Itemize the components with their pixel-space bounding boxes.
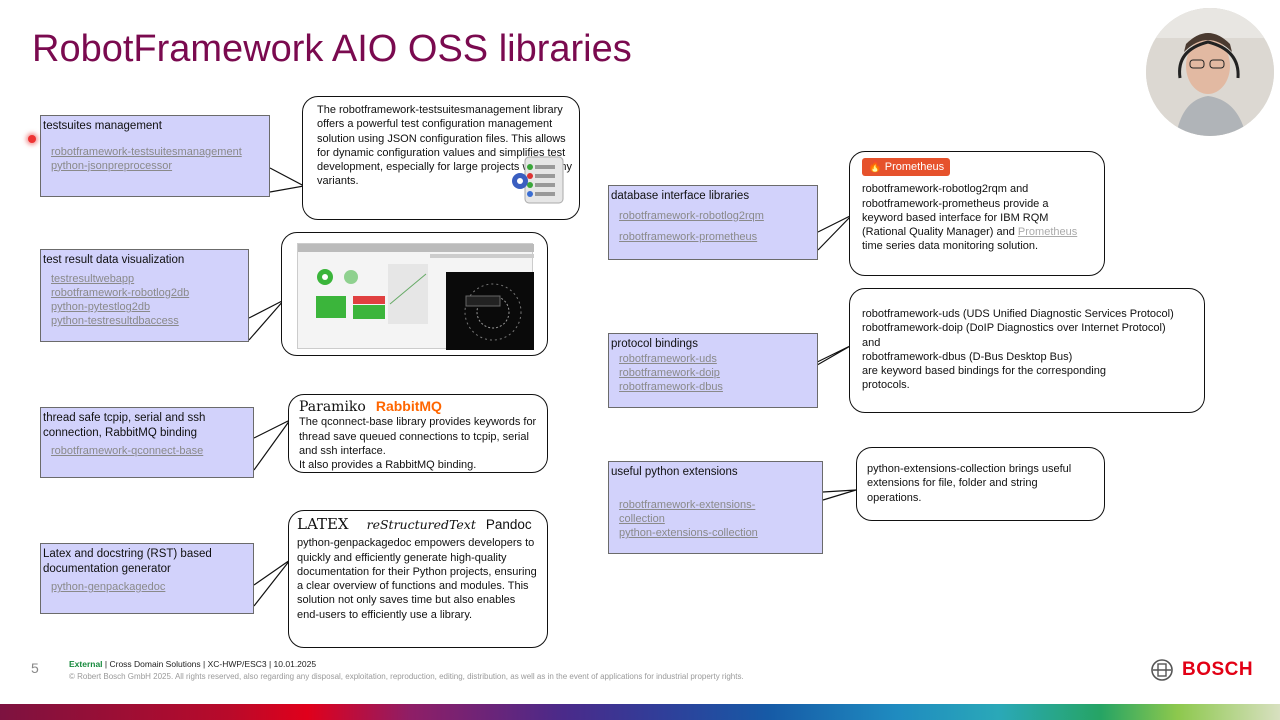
box-testsuites-management: testsuites management robotframework-tes… bbox=[40, 115, 270, 197]
box-title: test result data visualization bbox=[43, 254, 185, 266]
protocol-line: are keyword based bindings for the corre… bbox=[862, 365, 1106, 392]
link-qconnect-base[interactable]: robotframework-qconnect-base bbox=[51, 445, 204, 457]
protocol-line: robotframework-dbus (D-Bus Desktop Bus) bbox=[862, 350, 1073, 363]
callout-visualization bbox=[281, 232, 548, 356]
link-testresultwebapp[interactable]: testresultwebapp bbox=[51, 272, 135, 285]
bosch-wordmark: BOSCH bbox=[1182, 659, 1254, 680]
box-title: thread safe tcpip, serial and ssh connec… bbox=[43, 412, 206, 439]
box-qconnect: thread safe tcpip, serial and ssh connec… bbox=[40, 407, 254, 478]
page-number: 5 bbox=[31, 660, 39, 676]
callout-database: 🔥 Prometheus robotframework-robotlog2rqm… bbox=[849, 151, 1105, 276]
laser-pointer bbox=[28, 135, 36, 143]
brand-color-stripe bbox=[0, 704, 1280, 720]
logo-row: LATEX reStructuredText Pandoc bbox=[297, 517, 539, 533]
callout-qconnect: Paramiko RabbitMQ The qconnect-base libra… bbox=[288, 394, 548, 473]
box-python-extensions: useful python extensions robotframework-… bbox=[608, 461, 823, 554]
prometheus-badge-label: Prometheus bbox=[884, 161, 945, 173]
callout-text-2: It also provides a RabbitMQ binding. bbox=[299, 459, 477, 472]
callout-genpackagedoc: LATEX reStructuredText Pandoc python-genpa… bbox=[288, 510, 548, 648]
link-genpackagedoc[interactable]: python-genpackagedoc bbox=[51, 581, 166, 593]
prometheus-badge: 🔥 Prometheus bbox=[862, 158, 951, 177]
callout-text: The robotframework-testsuitesmanagement … bbox=[317, 104, 572, 188]
box-documentation-generator: Latex and docstring (RST) based document… bbox=[40, 543, 254, 614]
box-title: testsuites management bbox=[43, 120, 162, 132]
slide-title: RobotFramework AIO OSS libraries bbox=[32, 28, 632, 70]
config-icon bbox=[511, 155, 567, 205]
link-testsuitesmanagement[interactable]: robotframework-testsuitesmanagement bbox=[51, 145, 242, 158]
callout-text: python-genpackagedoc empowers developers… bbox=[297, 537, 537, 621]
bosch-logo: BOSCH bbox=[1150, 658, 1253, 682]
box-title: database interface libraries bbox=[611, 190, 750, 202]
footer-copyright: © Robert Bosch GmbH 2025. All rights res… bbox=[69, 672, 744, 681]
link-prometheus[interactable]: robotframework-prometheus bbox=[619, 230, 758, 243]
latex-logo: LATEX bbox=[297, 515, 349, 533]
link-testresultdbaccess[interactable]: python-testresultdbaccess bbox=[51, 315, 179, 328]
callout-text: The qconnect-base library provides keywo… bbox=[299, 416, 537, 457]
box-protocol-bindings: protocol bindings robotframework-uds rob… bbox=[608, 333, 818, 408]
link-robotframework-extensions-collection[interactable]: robotframework-extensions-collection bbox=[619, 498, 756, 525]
logo-row: Paramiko RabbitMQ bbox=[299, 399, 537, 415]
link-uds[interactable]: robotframework-uds bbox=[619, 352, 717, 365]
box-test-result-visualization: test result data visualization testresul… bbox=[40, 249, 249, 342]
box-title: Latex and docstring (RST) based document… bbox=[43, 548, 212, 575]
presenter-webcam bbox=[1146, 8, 1274, 136]
pandoc-logo: Pandoc bbox=[485, 517, 532, 532]
link-dbus[interactable]: robotframework-dbus bbox=[619, 381, 723, 394]
link-robotlog2db[interactable]: robotframework-robotlog2db bbox=[51, 286, 190, 299]
bosch-armature-icon bbox=[1151, 659, 1173, 681]
callout-extensions: python-extensions-collection brings usef… bbox=[856, 447, 1105, 521]
database-text-end: time series data monitoring solution. bbox=[862, 240, 1039, 253]
database-text: robotframework-robotlog2rqm and robotfra… bbox=[862, 183, 1049, 239]
link-robotlog2rqm[interactable]: robotframework-robotlog2rqm bbox=[619, 209, 764, 222]
paramiko-logo: Paramiko bbox=[299, 399, 366, 415]
external-label: External bbox=[69, 659, 103, 669]
callout-text: python-extensions-collection brings usef… bbox=[867, 463, 1072, 504]
link-python-extensions-collection[interactable]: python-extensions-collection bbox=[619, 527, 758, 540]
callout-testsuites: The robotframework-testsuitesmanagement … bbox=[302, 96, 580, 220]
dashboard-screenshot bbox=[297, 243, 540, 352]
protocol-line: robotframework-uds (UDS Unified Diagnost… bbox=[862, 308, 1174, 320]
footer-info: | Cross Domain Solutions | XC-HWP/ESC3 |… bbox=[102, 659, 317, 669]
link-pytestlog2db[interactable]: python-pytestlog2db bbox=[51, 301, 151, 314]
rabbitmq-logo: RabbitMQ bbox=[375, 398, 442, 414]
box-title: protocol bindings bbox=[611, 338, 698, 350]
box-title: useful python extensions bbox=[611, 466, 738, 478]
protocol-line: and bbox=[862, 336, 881, 349]
prometheus-link[interactable]: Prometheus bbox=[1017, 226, 1078, 239]
callout-text: robotframework-robotlog2rqm and robotfra… bbox=[862, 182, 1092, 253]
callout-protocol: robotframework-uds (UDS Unified Diagnost… bbox=[849, 288, 1205, 413]
link-doip[interactable]: robotframework-doip bbox=[619, 366, 720, 379]
footer-classification: External | Cross Domain Solutions | XC-H… bbox=[69, 659, 316, 669]
link-jsonpreprocessor[interactable]: python-jsonpreprocessor bbox=[51, 159, 173, 172]
protocol-line: robotframework-doip (DoIP Diagnostics ov… bbox=[862, 322, 1166, 335]
box-database-interface: database interface libraries robotframew… bbox=[608, 185, 818, 260]
rst-logo: reStructuredText bbox=[366, 517, 476, 532]
